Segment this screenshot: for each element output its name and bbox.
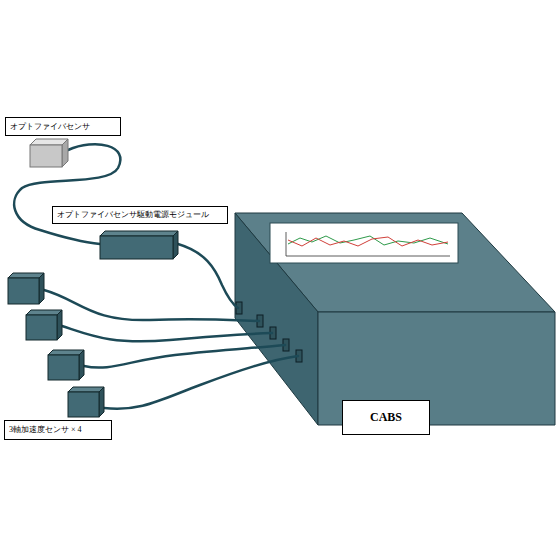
label-text: オプトファイバセンサ駆動電源モジュール bbox=[57, 209, 209, 221]
sensor-label: 3軸加速度センサ × 4 bbox=[4, 420, 112, 440]
cables bbox=[14, 144, 298, 409]
power-module bbox=[100, 231, 178, 259]
optical-fiber-sensor bbox=[30, 139, 68, 167]
label-text: オプトファイバセンサ bbox=[10, 120, 90, 133]
label-text: CABS bbox=[370, 403, 402, 432]
device-label: CABS bbox=[342, 400, 430, 435]
display-screen bbox=[270, 223, 458, 263]
cabs-housing bbox=[235, 213, 555, 425]
sensor-label: オプトファイバセンサ bbox=[5, 117, 121, 136]
accelerometer-sensors bbox=[8, 273, 104, 417]
module-label: オプトファイバセンサ駆動電源モジュール bbox=[52, 206, 228, 224]
label-text: 3軸加速度センサ × 4 bbox=[9, 423, 82, 437]
